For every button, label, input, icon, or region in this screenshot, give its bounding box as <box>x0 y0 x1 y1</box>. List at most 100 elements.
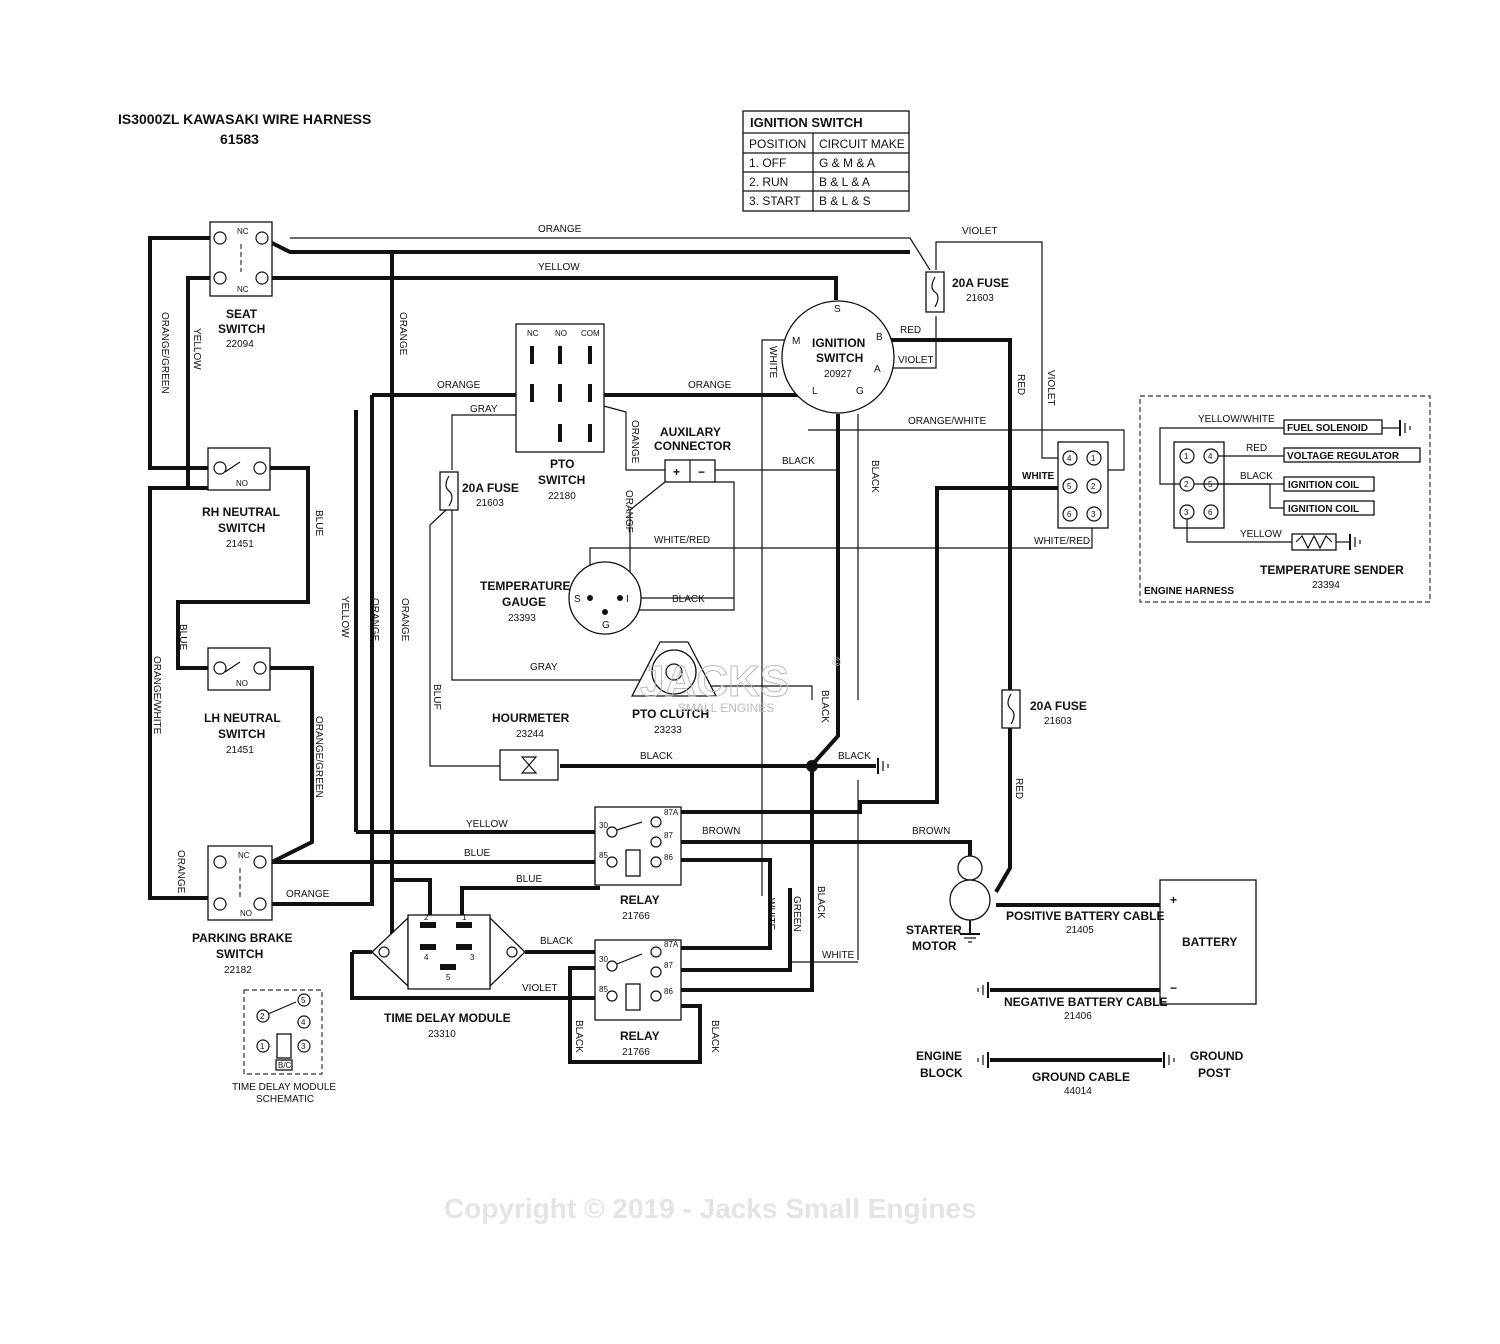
ignition-table-row-position: 3. START <box>749 194 801 208</box>
wire-blue: BLUE <box>313 510 324 536</box>
wire-yellow: YELLOW <box>339 596 350 638</box>
wire-green: GREEN <box>791 896 802 932</box>
wire-black: BLACK <box>672 594 705 605</box>
time-delay-p3: 3 <box>470 953 475 962</box>
ground-cable-part: 44014 <box>1064 1086 1092 1097</box>
ignition-coil-label: IGNITION COIL <box>1288 480 1359 491</box>
relay-1-p30: 30 <box>599 821 608 830</box>
battery-name: BATTERY <box>1182 935 1237 949</box>
pto-clutch: PTO CLUTCH 23233 <box>630 641 718 736</box>
positive-cable-label: POSITIVE BATTERY CABLE <box>1006 909 1164 923</box>
pto-switch-nc: NC <box>527 329 539 338</box>
fuse-top-name: 20A FUSE <box>952 276 1009 290</box>
relay-2-p86: 86 <box>664 987 673 996</box>
diagram-part-number: 61583 <box>220 131 259 147</box>
engine-block-label: BLOCK <box>920 1066 963 1080</box>
engine-harness-title: ENGINE HARNESS <box>1144 586 1234 597</box>
ground-symbol-icon <box>1349 534 1361 550</box>
ignition-switch-name: IGNITION <box>812 336 865 350</box>
aux-plus: + <box>673 465 680 479</box>
temp-gauge-i: I <box>626 594 629 605</box>
ignition-table-row-position: 1. OFF <box>749 156 786 170</box>
wire-red: RED <box>900 325 921 336</box>
temperature-gauge: S I G TEMPERATURE GAUGE 23393 <box>480 561 642 635</box>
ignition-table-header-position: POSITION <box>749 137 806 151</box>
ignition-switch-m: M <box>792 336 800 347</box>
battery-plus: + <box>1170 893 1177 907</box>
relay-1: 30 87A 87 85 86 RELAY 21766 <box>594 806 682 922</box>
fuse-top-part: 21603 <box>966 293 994 304</box>
wire-orange-green: ORANGE/GREEN <box>313 716 324 798</box>
relay-1-p85: 85 <box>599 851 608 860</box>
engine-harness: 1 4 2 5 3 6 FUEL SOLENOID VOLTAGE REGULA… <box>1139 395 1431 603</box>
ignition-table-row-circuit: G & M & A <box>819 156 875 170</box>
seat-switch-name: SWITCH <box>218 322 265 336</box>
wire-orange: ORANGE <box>538 224 582 235</box>
ground-post-label: GROUND <box>1190 1049 1244 1063</box>
watermark-text: JACKS <box>640 657 789 706</box>
pto-clutch-name: PTO CLUTCH <box>632 707 709 721</box>
ignition-table-row-circuit: B & L & A <box>819 175 870 189</box>
ground-post-label: POST <box>1198 1066 1231 1080</box>
relay-2-name: RELAY <box>620 1029 660 1043</box>
relay-2-part: 21766 <box>622 1047 650 1058</box>
seat-switch: NC NC SEAT SWITCH 22094 <box>209 221 273 350</box>
engine-harness-pin: 6 <box>1208 508 1213 517</box>
hourmeter-part: 23244 <box>516 729 544 740</box>
fuse-left-name: 20A FUSE <box>462 481 519 495</box>
wire-orange: ORANGE <box>286 889 330 900</box>
time-delay-p2: 2 <box>424 913 429 922</box>
wire-yellow: YELLOW <box>538 262 580 273</box>
temp-gauge-g: G <box>602 620 610 631</box>
starter-motor: STARTER MOTOR <box>906 855 991 953</box>
wire-black: BLACK <box>819 690 830 723</box>
wire-orange: ORANGE <box>688 380 732 391</box>
fuse-top: 20A FUSE 21603 <box>925 271 1009 313</box>
watermark-copyright-mark: © <box>832 655 841 669</box>
wire-white: WHITE <box>767 346 778 379</box>
ignition-table-header-circuit: CIRCUIT MAKE <box>819 137 905 151</box>
time-delay-p5: 5 <box>446 973 451 982</box>
td-schematic-name: TIME DELAY MODULE <box>232 1082 336 1093</box>
positive-cable-part: 21405 <box>1066 925 1094 936</box>
relay-1-p87: 87 <box>664 831 673 840</box>
wire-blue-alt: BLUF <box>431 684 442 710</box>
watermark-logo: JACKS SMALL ENGINES © <box>640 655 842 715</box>
time-delay-name: TIME DELAY MODULE <box>384 1011 511 1025</box>
temperature-sender-label: TEMPERATURE SENDER <box>1260 563 1404 577</box>
ground-symbol-icon <box>1399 420 1411 436</box>
seat-switch-nc: NC <box>237 285 249 294</box>
ground-symbol-icon <box>1163 1052 1175 1068</box>
parking-brake-nc: NC <box>238 851 250 860</box>
td-schematic-p3: 3 <box>301 1042 306 1051</box>
wire-yellow: YELLOW <box>466 819 508 830</box>
wire-black: BLACK <box>838 751 871 762</box>
fuse-right-name: 20A FUSE <box>1030 699 1087 713</box>
pto-switch: NC NO COM PTO SWITCH 22180 <box>515 323 605 502</box>
engine-connector: 4 1 5 2 6 3 <box>1057 441 1109 529</box>
wire-yellow: YELLOW <box>191 328 202 370</box>
seat-switch-nc: NC <box>237 227 249 236</box>
voltage-regulator-label: VOLTAGE REGULATOR <box>1287 451 1400 462</box>
ignition-switch-a: A <box>874 364 881 375</box>
temp-gauge-s: S <box>574 594 581 605</box>
wire-orange-white: ORANGE/WHITE <box>151 656 162 735</box>
wire-white: WHITE <box>765 898 776 931</box>
engine-connector-pin: 3 <box>1091 510 1096 519</box>
relay-2-p87: 87 <box>664 961 673 970</box>
temperature-sender-part: 23394 <box>1312 580 1340 591</box>
wire-gray: GRAY <box>530 662 558 673</box>
ground-symbol-icon <box>977 1052 989 1068</box>
ignition-switch: S M B A L G IGNITION SWITCH 20927 <box>781 300 895 414</box>
fuel-solenoid-label: FUEL SOLENOID <box>1287 423 1368 434</box>
hourmeter-name: HOURMETER <box>492 711 570 725</box>
td-schematic-p1: 1 <box>260 1042 265 1051</box>
wire-orange: ORANGE <box>397 312 408 356</box>
wire-black: BLACK <box>815 886 826 919</box>
aux-minus: − <box>698 465 705 479</box>
pto-clutch-part: 23233 <box>654 725 682 736</box>
diagram-title: IS3000ZL KAWASAKI WIRE HARNESS <box>118 111 371 127</box>
engine-connector-pin: 6 <box>1067 510 1072 519</box>
wire-violet: VIOLET <box>522 983 558 994</box>
wire-red: RED <box>1015 374 1026 395</box>
